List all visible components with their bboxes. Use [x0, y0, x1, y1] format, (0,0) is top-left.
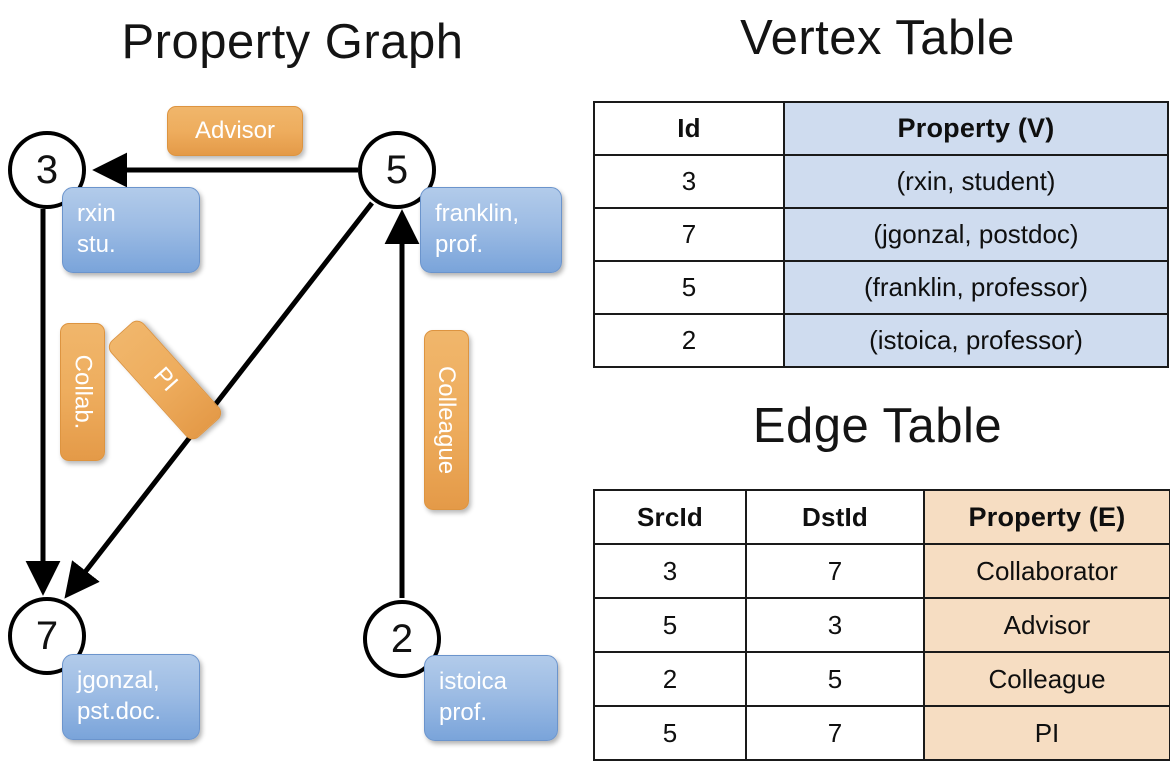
edge-table: SrcId DstId Property (E) 3 7 Collaborato…: [593, 489, 1170, 761]
table-row: 2 5 Colleague: [593, 651, 1170, 707]
table-row: 7 (jgonzal, postdoc): [593, 207, 1169, 262]
graph-node-2-id: 2: [390, 617, 414, 661]
edge-row-0-src: 3: [593, 543, 747, 599]
edge-row-1-property: Advisor: [923, 597, 1170, 653]
edge-label-colleague-text: Colleague: [433, 365, 461, 475]
node-property-box-2-line2: prof.: [439, 698, 488, 726]
vertex-row-0-property: (rxin, student): [783, 154, 1169, 209]
edge-table-header-row: SrcId DstId Property (E): [593, 489, 1170, 545]
table-row: 5 (franklin, professor): [593, 260, 1169, 315]
edge-row-1-src: 5: [593, 597, 747, 653]
graph-node-2: 2: [363, 600, 441, 678]
node-property-box-5-line2: prof.: [435, 230, 484, 258]
edge-5-to-7: [64, 201, 374, 599]
edge-label-advisor-text: Advisor: [194, 117, 276, 144]
vertex-row-3-property: (istoica, professor): [783, 313, 1169, 368]
node-property-box-5: franklin, prof.: [420, 187, 562, 273]
edge-row-2-dst: 5: [745, 651, 925, 707]
edge-row-2-src: 2: [593, 651, 747, 707]
table-row: 5 7 PI: [593, 705, 1170, 761]
table-row: 5 3 Advisor: [593, 597, 1170, 653]
vertex-row-1-property: (jgonzal, postdoc): [783, 207, 1169, 262]
property-graph-diagram: Advisor Collab. PI Colleague 3 5 7 2 rxi…: [0, 0, 585, 760]
edge-label-collab-text: Collab.: [69, 354, 97, 430]
node-property-box-5-line1: franklin,: [435, 200, 520, 227]
vertex-row-3-id: 2: [593, 313, 785, 368]
vertex-row-2-property: (franklin, professor): [783, 260, 1169, 315]
graph-node-5: 5: [358, 131, 436, 209]
node-property-box-7: jgonzal, pst.doc.: [62, 654, 200, 740]
node-property-box-2: istoica prof.: [424, 655, 558, 741]
table-row: 3 (rxin, student): [593, 154, 1169, 209]
vertex-row-0-id: 3: [593, 154, 785, 209]
edge-row-3-property: PI: [923, 705, 1170, 761]
edge-row-2-property: Colleague: [923, 651, 1170, 707]
vertex-row-2-id: 5: [593, 260, 785, 315]
edge-row-1-dst: 3: [745, 597, 925, 653]
edge-table-header-srcid: SrcId: [593, 489, 747, 545]
edge-label-pi-text: PI: [147, 362, 183, 398]
node-property-box-3: rxin stu.: [62, 187, 200, 273]
vertex-row-1-id: 7: [593, 207, 785, 262]
node-property-box-3-line1: rxin: [77, 200, 116, 227]
page-title-vertex-table: Vertex Table: [740, 11, 1015, 65]
page-title-property-graph: Property Graph: [121, 15, 464, 69]
node-property-box-7-line2: pst.doc.: [77, 697, 162, 725]
vertex-table-header-property: Property (V): [783, 101, 1169, 156]
vertex-table-header-row: Id Property (V): [593, 101, 1169, 156]
node-property-box-2-line1: istoica: [439, 668, 508, 695]
node-property-box-7-line1: jgonzal,: [77, 667, 160, 694]
page-title-edge-table: Edge Table: [752, 399, 1003, 453]
vertex-table-header-id: Id: [593, 101, 785, 156]
graph-node-3-id: 3: [35, 148, 59, 192]
edge-label-collab: Collab.: [60, 323, 105, 461]
vertex-table: Id Property (V) 3 (rxin, student) 7 (jgo…: [593, 101, 1169, 368]
node-property-box-3-line2: stu.: [77, 230, 116, 258]
edge-row-0-property: Collaborator: [923, 543, 1170, 599]
graph-node-7-id: 7: [35, 614, 59, 658]
edge-table-header-dstid: DstId: [745, 489, 925, 545]
graph-edges-svg: [25, 152, 420, 599]
table-row: 2 (istoica, professor): [593, 313, 1169, 368]
edge-row-3-dst: 7: [745, 705, 925, 761]
edge-row-3-src: 5: [593, 705, 747, 761]
edge-label-advisor: Advisor: [167, 106, 303, 156]
edge-table-header-property: Property (E): [923, 489, 1170, 545]
graph-node-5-id: 5: [385, 148, 409, 192]
table-row: 3 7 Collaborator: [593, 543, 1170, 599]
edge-label-colleague: Colleague: [424, 330, 469, 510]
edge-row-0-dst: 7: [745, 543, 925, 599]
